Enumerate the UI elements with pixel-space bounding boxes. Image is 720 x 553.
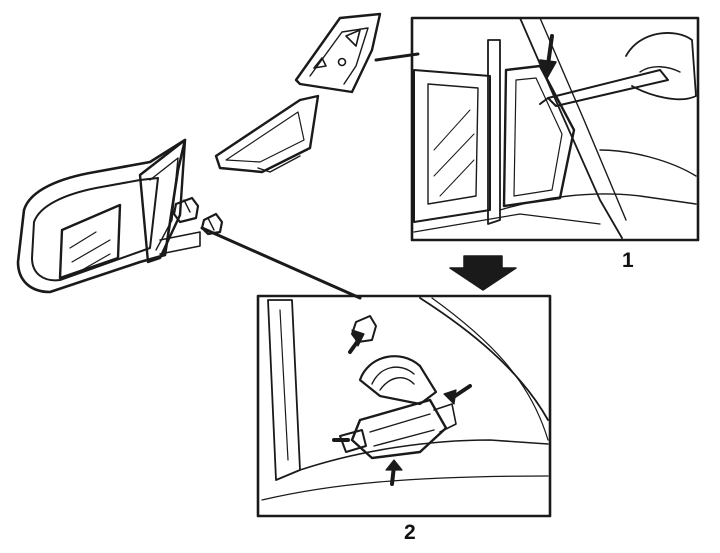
mounting-bolts — [172, 196, 224, 236]
callout-label-2: 2 — [404, 521, 416, 544]
pointer-arrow-inset-2-harness-head — [443, 389, 457, 405]
pointer-arrow-inset-2-bolt-head — [351, 329, 365, 347]
pointer-arrow-inset-2-connector-head — [385, 459, 403, 471]
inner-trim-cover — [214, 94, 320, 174]
detail-inset-trim-removal — [410, 16, 700, 242]
triangular-trim-piece — [294, 12, 382, 94]
pointer-arrow-inset-1-head — [539, 59, 557, 79]
exterior-mirror-assembly — [16, 138, 201, 294]
sequence-arrow — [449, 255, 517, 291]
leader-line-bolt — [200, 226, 362, 300]
callout-label-1: 1 — [622, 249, 634, 272]
detail-inset-mirror-fasteners — [256, 294, 552, 518]
